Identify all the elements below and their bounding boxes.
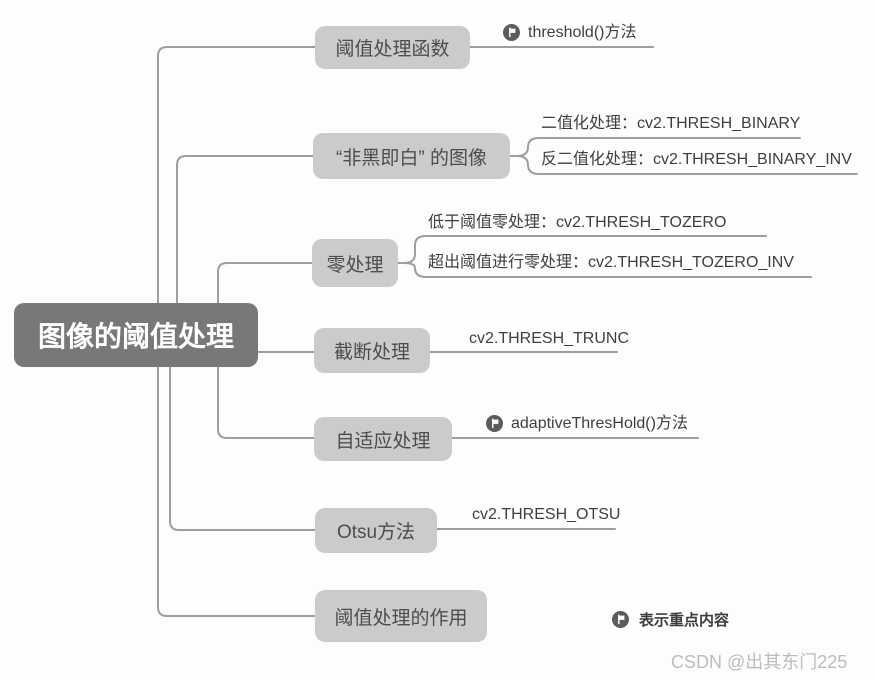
branch-node-zero-processing: 零处理 (312, 239, 398, 287)
branch-node-truncate: 截断处理 (314, 328, 430, 373)
branch-node-threshold-purpose: 阈值处理的作用 (315, 590, 487, 642)
branch-node-binary-image: “非黑即白” 的图像 (313, 133, 510, 179)
flag-icon (612, 611, 629, 628)
branch-node-otsu: Otsu方法 (315, 508, 437, 553)
leaf-thresh-tozero-inv: 超出阈值进行零处理：cv2.THRESH_TOZERO_INV (428, 253, 794, 272)
leaf-thresh-otsu: cv2.THRESH_OTSU (472, 505, 620, 524)
leaf-label: cv2.THRESH_OTSU (472, 506, 621, 523)
leaf-label: 低于阈值零处理：cv2.THRESH_TOZERO (428, 214, 727, 231)
root-node-image-thresholding: 图像的阈值处理 (14, 303, 258, 367)
watermark-csdn: CSDN @出其东门225 (671, 652, 848, 672)
leaf-label: 二值化处理：cv2.THRESH_BINARY (541, 115, 801, 132)
leaf-adaptive-threshold-method: adaptiveThresHold()方法 (486, 414, 688, 433)
leaf-label: threshold()方法 (528, 24, 637, 41)
leaf-label: 超出阈值进行零处理：cv2.THRESH_TOZERO_INV (428, 254, 794, 271)
branch-node-adaptive: 自适应处理 (314, 417, 452, 461)
legend-important-marker: 表示重点内容 (612, 609, 729, 630)
legend-label: 表示重点内容 (639, 612, 730, 629)
leaf-label: cv2.THRESH_TRUNC (469, 330, 630, 347)
leaf-label: adaptiveThresHold()方法 (511, 415, 688, 432)
leaf-thresh-binary-inv: 反二值化处理：cv2.THRESH_BINARY_INV (541, 150, 852, 169)
flag-icon (503, 24, 520, 41)
leaf-thresh-binary: 二值化处理：cv2.THRESH_BINARY (541, 114, 800, 133)
flag-icon (486, 415, 503, 432)
branch-node-threshold-function: 阈值处理函数 (315, 26, 470, 69)
leaf-thresh-trunc: cv2.THRESH_TRUNC (469, 329, 629, 348)
leaf-threshold-method: threshold()方法 (503, 23, 636, 42)
leaf-thresh-tozero: 低于阈值零处理：cv2.THRESH_TOZERO (428, 213, 726, 232)
leaf-label: 反二值化处理：cv2.THRESH_BINARY_INV (541, 151, 852, 168)
